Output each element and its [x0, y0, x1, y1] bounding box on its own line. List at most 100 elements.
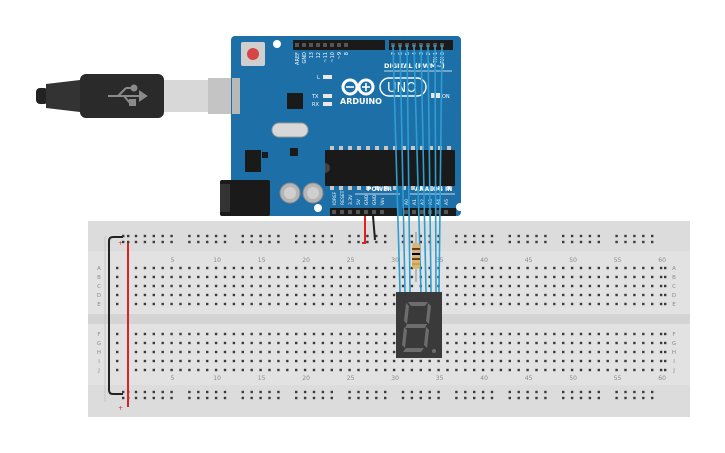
smd-component	[290, 148, 298, 156]
row-label: E	[672, 302, 676, 308]
column-number: 5	[171, 375, 175, 382]
mount-hole	[456, 203, 464, 211]
column-number: 20	[302, 375, 310, 382]
digital-pin-hole[interactable]	[302, 43, 306, 47]
power-analog-pin-hole[interactable]	[404, 210, 408, 214]
power-analog-pin-label: A4	[436, 199, 442, 205]
l-led	[323, 75, 332, 79]
rail-plus-label: +	[118, 240, 123, 247]
usb-b-jack	[232, 78, 240, 114]
rail-plus-label-bottom: +	[118, 405, 123, 412]
digital-pin-label: ~5	[405, 52, 411, 59]
digital-pin-hole[interactable]	[316, 43, 320, 47]
reset-button[interactable]	[241, 42, 265, 66]
column-number: 10	[213, 257, 221, 264]
l-led-label: L	[317, 75, 320, 81]
digital-pin-label: 13	[309, 52, 315, 58]
voltage-regulator	[245, 150, 261, 172]
digital-pin-hole[interactable]	[323, 43, 327, 47]
segment-wire[interactable]	[427, 44, 432, 293]
row-label: I	[98, 359, 100, 365]
power-analog-pin-hole[interactable]	[372, 210, 376, 214]
row-label: D	[97, 293, 101, 299]
brand-text: ARDUINO	[340, 97, 382, 106]
usb-cable[interactable]	[36, 74, 238, 118]
segment-wire[interactable]	[438, 44, 443, 293]
digital-pin-hole[interactable]	[344, 43, 348, 47]
power-analog-pin-label: 3.3V	[348, 194, 354, 205]
segment-wire[interactable]	[420, 44, 427, 293]
power-analog-pin-label: RESET	[340, 190, 346, 205]
column-number: 55	[614, 375, 622, 382]
segment-wire[interactable]	[392, 44, 401, 293]
column-number: 25	[347, 257, 355, 264]
capacitor	[279, 182, 301, 204]
segment-wire[interactable]	[399, 44, 406, 293]
digital-pin-label: RX 0	[440, 52, 446, 64]
power-analog-pin-hole[interactable]	[436, 210, 440, 214]
breadboard[interactable]: + + 551010151520202525303035354040454550…	[88, 221, 690, 417]
power-analog-pin-hole[interactable]	[332, 210, 336, 214]
power-analog-pin-hole[interactable]	[348, 210, 352, 214]
row-label: C	[672, 284, 676, 290]
display-segments	[402, 302, 436, 353]
wire-gnd-black[interactable]	[372, 215, 376, 241]
power-analog-pin-hole[interactable]	[444, 210, 448, 214]
row-label: G	[97, 341, 101, 347]
digital-pin-hole[interactable]	[337, 43, 341, 47]
row-label: D	[672, 293, 676, 299]
center-channel	[88, 314, 690, 324]
power-analog-pin-hole[interactable]	[356, 210, 360, 214]
column-number: 15	[258, 375, 266, 382]
column-number: 30	[391, 375, 399, 382]
digital-pin-label: AREF	[295, 52, 301, 65]
digital-pin-label: ~10	[330, 52, 336, 63]
power-analog-pin-hole[interactable]	[412, 210, 416, 214]
resistor[interactable]	[412, 232, 420, 282]
digital-pin-label: GND	[302, 52, 308, 64]
mount-hole	[314, 204, 322, 212]
capacitor	[302, 182, 324, 204]
digital-pin-label: 8	[344, 52, 350, 55]
segment-wires[interactable]	[392, 44, 443, 293]
row-label: J	[97, 368, 100, 374]
power-analog-pin-hole[interactable]	[364, 210, 368, 214]
power-analog-pin-label: Vin	[380, 198, 386, 205]
regulator-part	[262, 152, 268, 158]
power-analog-pin-label: GND	[364, 194, 370, 205]
segment-wire[interactable]	[434, 44, 437, 293]
breadboard-column-numbers: 5510101515202025253030353540404545505055…	[171, 257, 666, 382]
uno-badge	[379, 77, 427, 97]
power-analog-pin-label: A0	[404, 199, 410, 205]
row-label: B	[97, 275, 101, 281]
rx-led-label: RX	[312, 102, 319, 108]
column-number: 25	[347, 375, 355, 382]
row-label: F	[97, 332, 100, 338]
column-number: 50	[569, 375, 577, 382]
crystal-oscillator	[271, 122, 309, 138]
column-number: 15	[258, 257, 266, 264]
segment-wire[interactable]	[406, 44, 411, 293]
seven-segment-display[interactable]: 8.	[0, 0, 442, 358]
resistor-band	[412, 258, 420, 260]
digital-pin-hole[interactable]	[309, 43, 313, 47]
digital-pin-hole[interactable]	[295, 43, 299, 47]
row-label: B	[672, 275, 676, 281]
power-analog-pin-hole[interactable]	[380, 210, 384, 214]
row-label: H	[97, 350, 101, 356]
wire-5v-red[interactable]	[362, 216, 366, 244]
power-analog-pin-hole[interactable]	[420, 210, 424, 214]
column-number: 20	[302, 257, 310, 264]
column-number: 10	[213, 375, 221, 382]
digital-pin-hole[interactable]	[330, 43, 334, 47]
tx-led-label: TX	[311, 94, 319, 100]
power-analog-pin-holes[interactable]	[332, 210, 448, 214]
power-analog-pin-label: A1	[412, 199, 418, 205]
usb-connector-metal	[164, 80, 208, 112]
wire-rail-black-left[interactable]	[108, 236, 123, 395]
column-number: 5	[171, 257, 175, 264]
row-label: G	[672, 341, 676, 347]
column-number: 40	[480, 375, 488, 382]
power-analog-pin-hole[interactable]	[340, 210, 344, 214]
